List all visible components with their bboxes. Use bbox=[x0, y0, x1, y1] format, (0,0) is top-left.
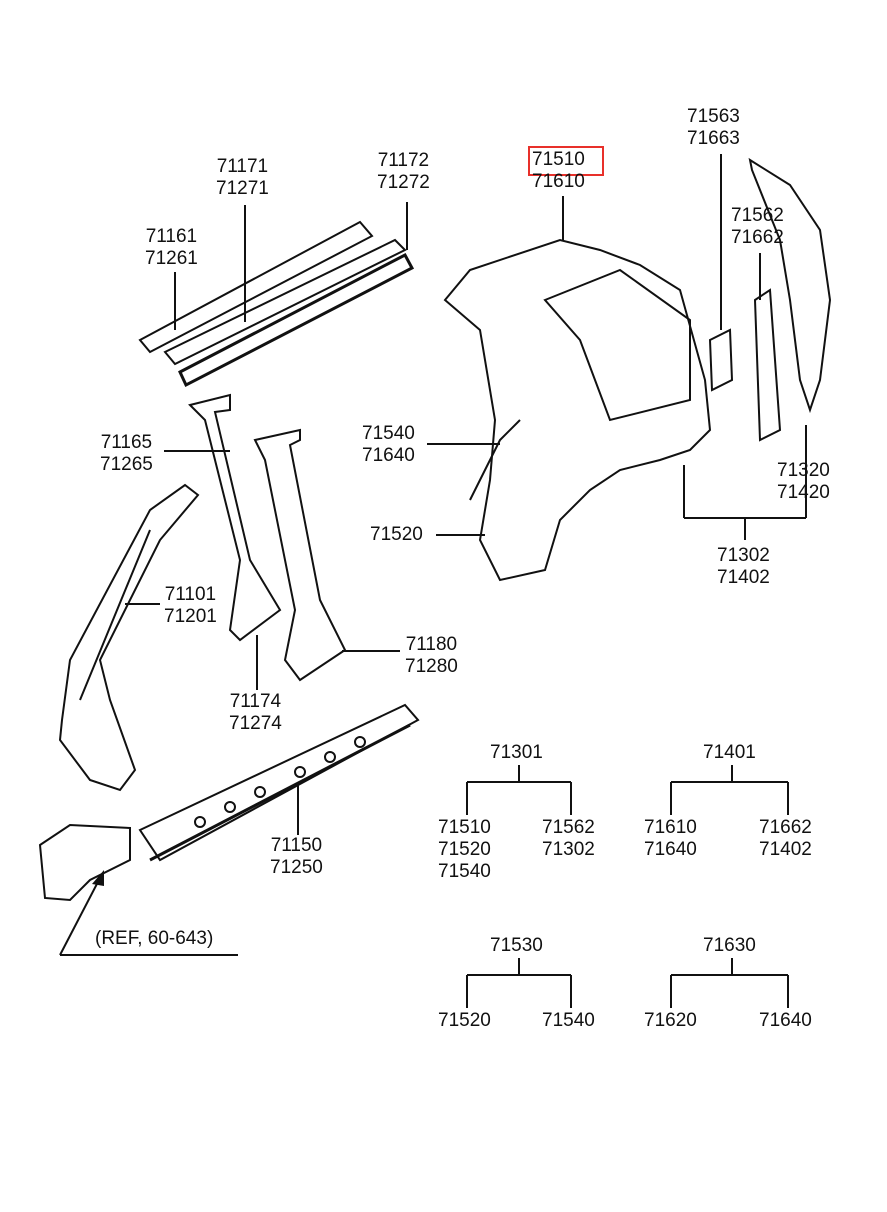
leader-lines bbox=[59, 154, 807, 956]
side-sill-part bbox=[138, 703, 420, 862]
tree-parent-71401: 71401 bbox=[703, 742, 756, 763]
tree-left-71630: 71620 bbox=[644, 1010, 697, 1031]
ref-arrowhead bbox=[92, 870, 104, 886]
tree-parent-71530: 71530 bbox=[490, 935, 543, 956]
roof-rail-part bbox=[138, 220, 415, 388]
ref-bracket-part bbox=[38, 823, 131, 902]
center-pillar-inner-part bbox=[188, 393, 282, 642]
callout-ref: (REF, 60-643) bbox=[95, 928, 214, 949]
tree-left-71530: 71520 bbox=[438, 1010, 491, 1031]
tree-right-71630: 71640 bbox=[759, 1010, 812, 1031]
tree-parent-71301: 71301 bbox=[490, 742, 543, 763]
tree-brackets bbox=[466, 765, 789, 1008]
quarter-panel-part bbox=[443, 238, 712, 582]
highlight-box bbox=[528, 146, 604, 176]
front-pillar-part bbox=[58, 483, 200, 792]
callout-71520: 71520 bbox=[370, 524, 423, 545]
tree-right-71530: 71540 bbox=[542, 1010, 595, 1031]
rear-pillar-part bbox=[708, 157, 832, 442]
tree-parent-71630: 71630 bbox=[703, 935, 756, 956]
center-pillar-outer-part bbox=[253, 428, 347, 682]
